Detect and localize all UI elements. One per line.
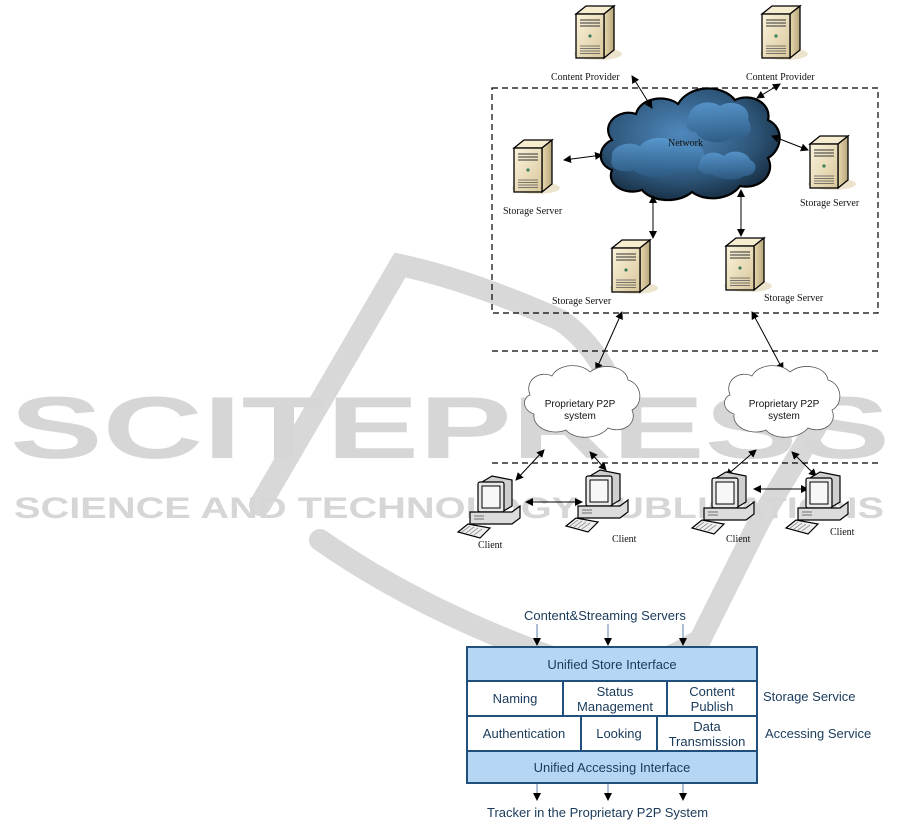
authentication-cell: Authentication <box>482 726 566 741</box>
p2p-label-line2: system <box>768 411 800 422</box>
storage-server-icon <box>609 239 659 295</box>
storage-server-label: Storage Server <box>800 198 860 209</box>
storage-server-label: Storage Server <box>764 293 824 304</box>
stack-bottom-caption: Tracker in the Proprietary P2P System <box>487 805 709 820</box>
server-region-box <box>491 87 879 314</box>
p2p-label-line2: system <box>564 411 596 422</box>
content-provider-label: Content Provider <box>551 72 620 83</box>
storage-service-label: Storage Service <box>763 689 856 704</box>
stack-top-caption: Content&Streaming Servers <box>524 608 686 623</box>
watermark: SCITEPRESS SCIENCE AND TECHNOLOGY PUBLIC… <box>10 252 890 683</box>
storage-server-icon <box>511 139 561 195</box>
network-label: Network <box>668 138 703 149</box>
unified-accessing-interface: Unified Accessing Interface <box>468 750 756 782</box>
accessing-service-label: Accessing Service <box>765 726 872 741</box>
client-label: Client <box>478 540 503 551</box>
client-label: Client <box>612 534 637 545</box>
connection-arrows <box>515 75 817 506</box>
p2p-label-line1: Proprietary P2P <box>749 399 820 410</box>
content-provider-server-icon <box>573 5 623 61</box>
p2p-label-line1: Proprietary P2P <box>545 399 616 410</box>
storage-server-label: Storage Server <box>503 206 563 217</box>
p2p-cloud <box>524 365 641 438</box>
content-provider-server-icon <box>759 5 809 61</box>
client-label: Client <box>726 534 751 545</box>
client-label: Client <box>830 527 855 538</box>
naming-cell: Naming <box>492 691 538 706</box>
content-provider-label: Content Provider <box>746 72 815 83</box>
storage-server-icon <box>723 237 773 293</box>
network-cloud <box>599 87 781 202</box>
storage-server-label: Storage Server <box>552 296 612 307</box>
storage-server-icon <box>807 135 857 191</box>
p2p-cloud <box>724 365 841 438</box>
looking-cell: Looking <box>580 717 656 750</box>
unified-store-interface: Unified Store Interface <box>468 648 756 680</box>
